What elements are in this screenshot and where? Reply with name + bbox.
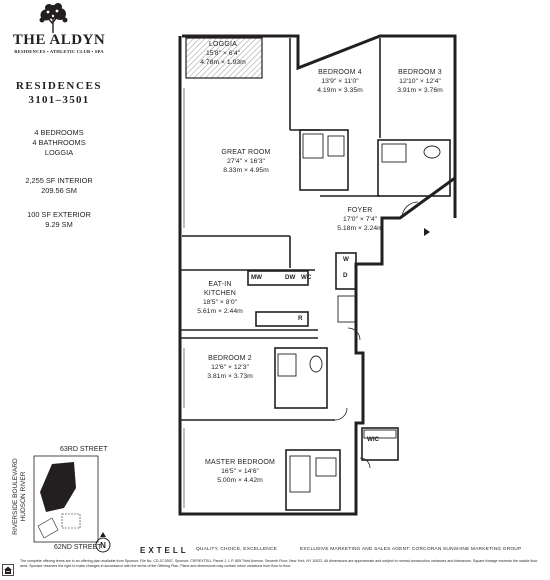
room-bedroom-4: BEDROOM 4 13'9" × 11'0" 4.19m × 3.35m xyxy=(317,69,363,94)
bathroom-count: 4 BATHROOMS xyxy=(32,138,86,147)
street-north: 63RD STREET xyxy=(60,446,108,453)
bedroom-count: 4 BEDROOMS xyxy=(34,128,84,137)
exterior-sf: 100 SF EXTERIOR xyxy=(27,210,91,219)
washer-label: W xyxy=(343,256,349,263)
mw-label: MW xyxy=(251,274,262,281)
developer-logo: EXTELL xyxy=(140,546,189,555)
north-label: N xyxy=(100,541,106,550)
room-great-room: GREAT ROOM 27'4" × 16'3" 8.33m × 4.95m xyxy=(221,149,271,174)
room-foyer: FOYER 17'0" × 7'4" 5.18m × 2.24m xyxy=(337,207,383,232)
wc-label: WC xyxy=(301,274,312,281)
room-master-bedroom: MASTER BEDROOM 16'5" × 14'6" 5.00m × 4.4… xyxy=(204,459,276,484)
exterior-sm: 9.29 SM xyxy=(45,220,73,229)
floor-plan: LOGGIA 15'8" × 6'4" 4.78m × 1.93m BEDROO… xyxy=(170,28,475,520)
residence-range: 3101–3501 xyxy=(28,94,90,106)
dw-label: DW xyxy=(285,274,296,281)
brand-name: THE ALDYN xyxy=(12,32,106,48)
legal-disclaimer: The complete offering terms are in an of… xyxy=(20,559,538,568)
residence-title: RESIDENCES xyxy=(15,80,103,92)
room-bedroom-2: BEDROOM 2 12'6" × 12'3" 3.81m × 3.73m xyxy=(207,355,253,380)
wic-label: WIC xyxy=(367,436,380,443)
sales-agent: EXCLUSIVE MARKETING AND SALES AGENT: COR… xyxy=(300,547,522,552)
range-label: R xyxy=(298,315,303,322)
exterior-area: 100 SF EXTERIOR 9.29 SM xyxy=(0,210,118,230)
interior-sm: 209.56 SM xyxy=(41,186,77,195)
door-swings xyxy=(334,201,419,469)
north-arrow-icon: N xyxy=(95,532,111,553)
loggia-note: LOGGIA xyxy=(44,148,74,157)
street-south: 62ND STREET xyxy=(54,544,102,551)
dryer-label: D xyxy=(343,272,348,279)
room-bedroom-3: BEDROOM 3 12'10" × 12'4" 3.91m × 3.76m xyxy=(397,69,443,94)
interior-walls xyxy=(180,37,451,511)
tree-logo-icon xyxy=(39,3,68,33)
floor-plan-drawing xyxy=(178,34,457,516)
bath-fixtures xyxy=(277,133,441,493)
equal-housing-icon xyxy=(2,564,14,576)
room-eat-in-kitchen: EAT-IN KITCHEN 18'5" × 8'0" 5.61m × 2.44… xyxy=(197,281,243,315)
brand-subtitle: RESIDENCES • ATHLETIC CLUB • SPA xyxy=(14,49,104,54)
room-loggia: LOGGIA 15'8" × 6'4" 4.78m × 1.93m xyxy=(200,41,246,66)
entry-arrow-icon xyxy=(424,228,430,236)
developer-tagline: QUALITY, CHOICE, EXCELLENCE xyxy=(196,547,278,552)
exterior-walls xyxy=(178,34,457,516)
interior-sf: 2,255 SF INTERIOR xyxy=(25,176,93,185)
interior-area: 2,255 SF INTERIOR 209.56 SM xyxy=(0,176,118,196)
site-map xyxy=(33,455,99,543)
unit-summary: 4 BEDROOMS 4 BATHROOMS LOGGIA xyxy=(0,128,118,158)
